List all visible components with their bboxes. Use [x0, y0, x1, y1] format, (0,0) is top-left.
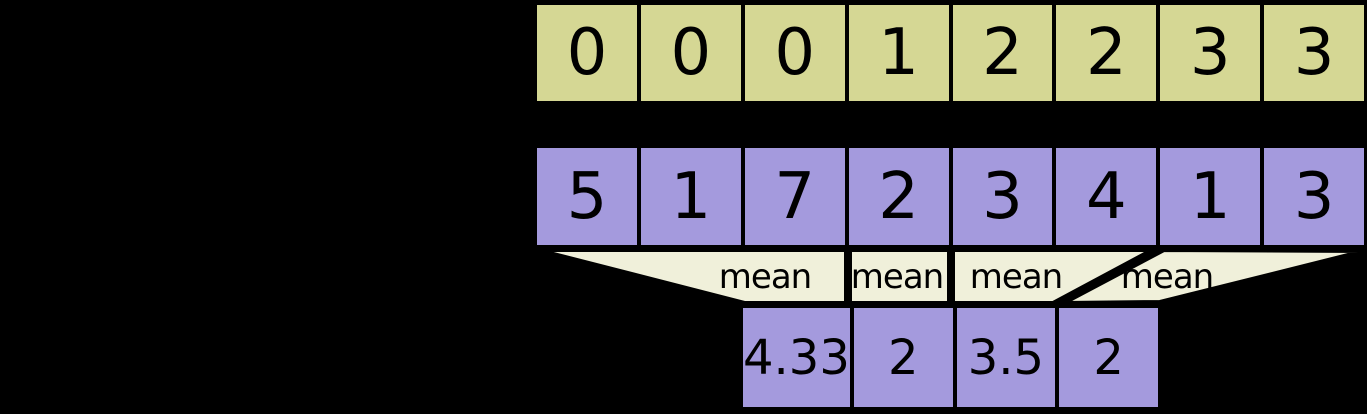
result-cell: 2: [853, 308, 953, 407]
data-row: 5 1 7 2 3 4 1 3: [534, 145, 1367, 248]
data-cell: 1: [640, 148, 741, 245]
funnel-shape-4: [1063, 247, 1365, 305]
segment-id-cell: 3: [1160, 5, 1261, 101]
result-cell: 3.5: [956, 308, 1056, 407]
segment-id-cell: 3: [1264, 5, 1364, 101]
mean-label: mean: [850, 257, 944, 297]
segment-id-cell: 0: [537, 5, 637, 101]
funnel-shape-2: [848, 248, 951, 305]
segment-id-cell: 2: [1056, 5, 1157, 101]
mean-label: mean: [718, 257, 812, 297]
segment-id-cell: 0: [640, 5, 741, 101]
segment-id-cell: 0: [744, 5, 845, 101]
segment-ids-row: 0 0 0 1 2 2 3 3: [534, 2, 1367, 104]
result-cell: 2: [1059, 308, 1158, 407]
segment-id-cell: 2: [952, 5, 1053, 101]
data-cell: 4: [1056, 148, 1157, 245]
segment-id-cell: 1: [848, 5, 949, 101]
funnel-shape-3: [951, 248, 1153, 305]
funnel-shape-1: [537, 248, 848, 305]
data-cell: 2: [848, 148, 949, 245]
mean-label: mean: [1120, 257, 1214, 297]
data-cell: 1: [1160, 148, 1261, 245]
data-cell: 5: [537, 148, 637, 245]
data-cell: 3: [952, 148, 1053, 245]
data-cell: 3: [1264, 148, 1364, 245]
result-cell: 4.33: [743, 308, 850, 407]
data-cell: 7: [744, 148, 845, 245]
result-row: 4.33 2 3.5 2: [740, 305, 1161, 410]
mean-label: mean: [969, 257, 1063, 297]
